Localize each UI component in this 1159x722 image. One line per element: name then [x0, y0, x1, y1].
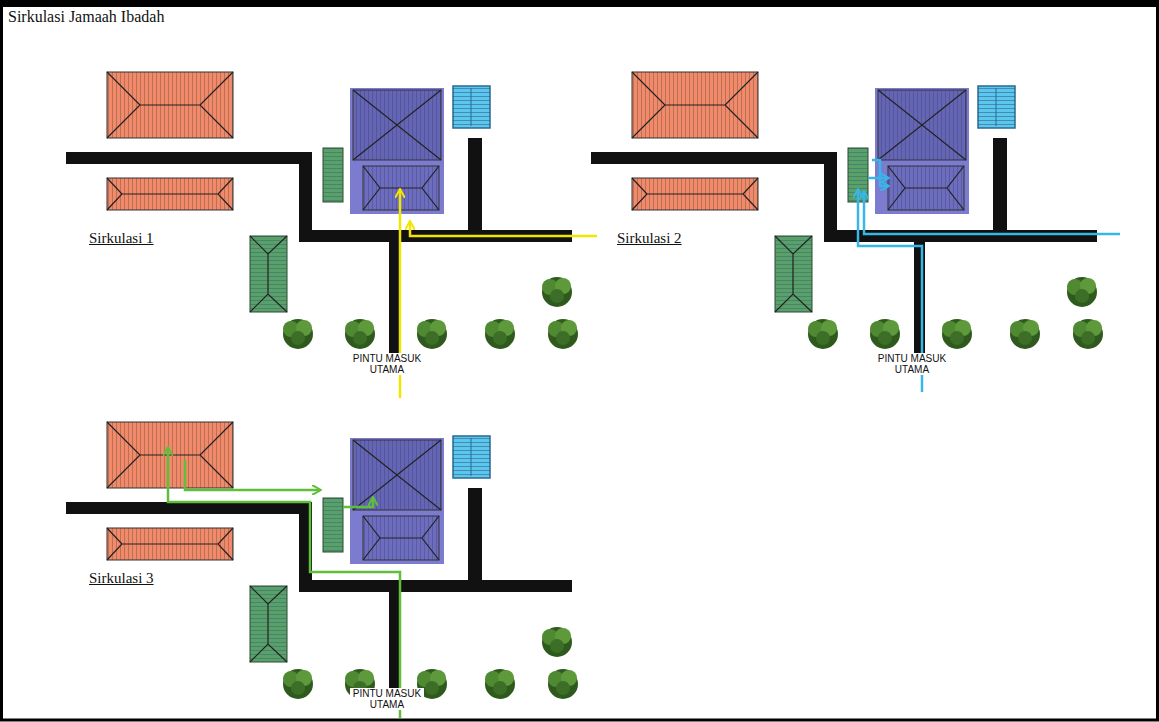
site-plan-2	[591, 72, 1103, 356]
entrance-label: PINTU MASUK UTAMA	[875, 353, 949, 375]
frame	[2, 4, 1158, 720]
panel-name: Sirkulasi 3	[89, 570, 154, 587]
site-shape	[185, 460, 320, 490]
circulation-green	[168, 448, 400, 718]
diagram-title: Sirkulasi Jamaah Ibadah	[8, 8, 164, 26]
panel-name: Sirkulasi 1	[89, 230, 154, 247]
site-plan-3	[66, 422, 578, 706]
site-shape	[868, 177, 888, 180]
site-shape	[872, 160, 888, 186]
entrance-label: PINTU MASUK UTAMA	[350, 688, 424, 710]
entrance-label: PINTU MASUK UTAMA	[350, 353, 424, 375]
site-shape	[410, 222, 597, 236]
site-plan-1	[66, 72, 578, 356]
site-shape	[168, 448, 400, 718]
frame-top	[0, 0, 1159, 7]
circulation-blue	[858, 160, 1120, 392]
circulation-yellow	[400, 190, 597, 398]
panel-name: Sirkulasi 2	[617, 230, 682, 247]
site-shape	[864, 192, 1120, 234]
site-shape	[343, 498, 373, 507]
